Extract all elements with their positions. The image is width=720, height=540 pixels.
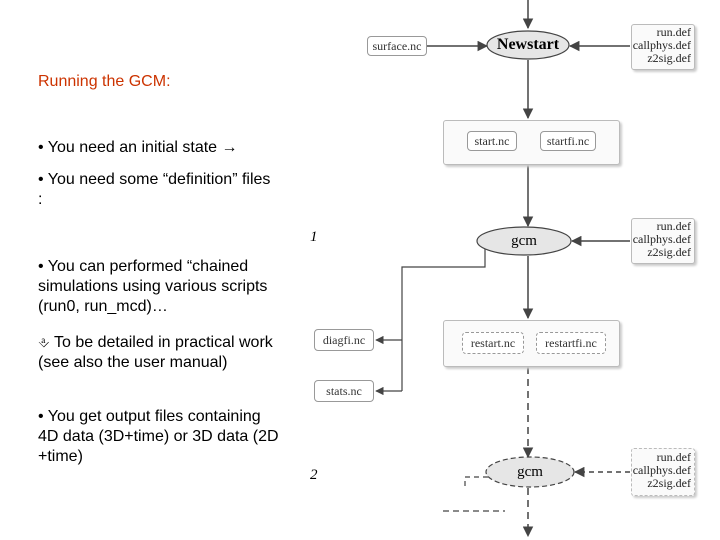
- def-file: run.def: [656, 25, 691, 39]
- restart-file-box: restart.nc: [462, 332, 524, 354]
- step-number-1: 1: [310, 229, 318, 245]
- def-files-box-2: [631, 218, 695, 264]
- def-file: run.def: [656, 450, 691, 464]
- gcm2-label: gcm: [517, 464, 543, 480]
- def-file: z2sig.def: [647, 476, 691, 490]
- start-file-box: start.nc: [467, 131, 517, 151]
- step-number-2: 2: [310, 467, 318, 483]
- newstart-ellipse: [486, 30, 570, 60]
- def-files-box-3: [631, 448, 695, 496]
- def-file: callphys.def: [632, 38, 691, 52]
- def-files-list-3: run.def callphys.def z2sig.def: [628, 451, 691, 490]
- bullet-output-files: • You get output files containing 4D dat…: [38, 408, 279, 465]
- restartfi-file-box: restartfi.nc: [536, 332, 606, 354]
- diagfi-file-box: diagfi.nc: [314, 329, 374, 351]
- bullet-initial-state: • You need an initial state →: [38, 139, 238, 156]
- startfi-file-box: startfi.nc: [540, 131, 596, 151]
- def-file: z2sig.def: [647, 51, 691, 65]
- sub-bullet-text: To be detailed in practical work (see al…: [38, 334, 273, 371]
- newstart-label: Newstart: [496, 36, 560, 53]
- gcm1-label: gcm: [511, 233, 537, 249]
- sub-bullet-practical-work: ⎀To be detailed in practical work (see a…: [38, 332, 278, 373]
- gcm1-ellipse: [476, 226, 572, 256]
- def-file: callphys.def: [632, 463, 691, 477]
- bullet-definition-files: • You need some “definition” files :: [38, 171, 271, 208]
- pointer-icon: ⎀: [38, 334, 50, 350]
- gcm2-ellipse: [485, 456, 575, 488]
- def-files-box-1: [631, 24, 695, 70]
- def-file: run.def: [656, 219, 691, 233]
- bullet-chained-simulations: • You can performed “chained simulations…: [38, 258, 268, 315]
- output-branch-line: [401, 245, 486, 391]
- slide-title: Running the GCM:: [38, 73, 171, 90]
- def-files-list-2: run.def callphys.def z2sig.def: [628, 220, 691, 259]
- gcm2-branch-line: [464, 476, 488, 490]
- surface-file-box: surface.nc: [367, 36, 427, 56]
- def-file: callphys.def: [632, 232, 691, 246]
- def-file: z2sig.def: [647, 245, 691, 259]
- stats-file-box: stats.nc: [314, 380, 374, 402]
- def-files-list-1: run.def callphys.def z2sig.def: [628, 26, 691, 65]
